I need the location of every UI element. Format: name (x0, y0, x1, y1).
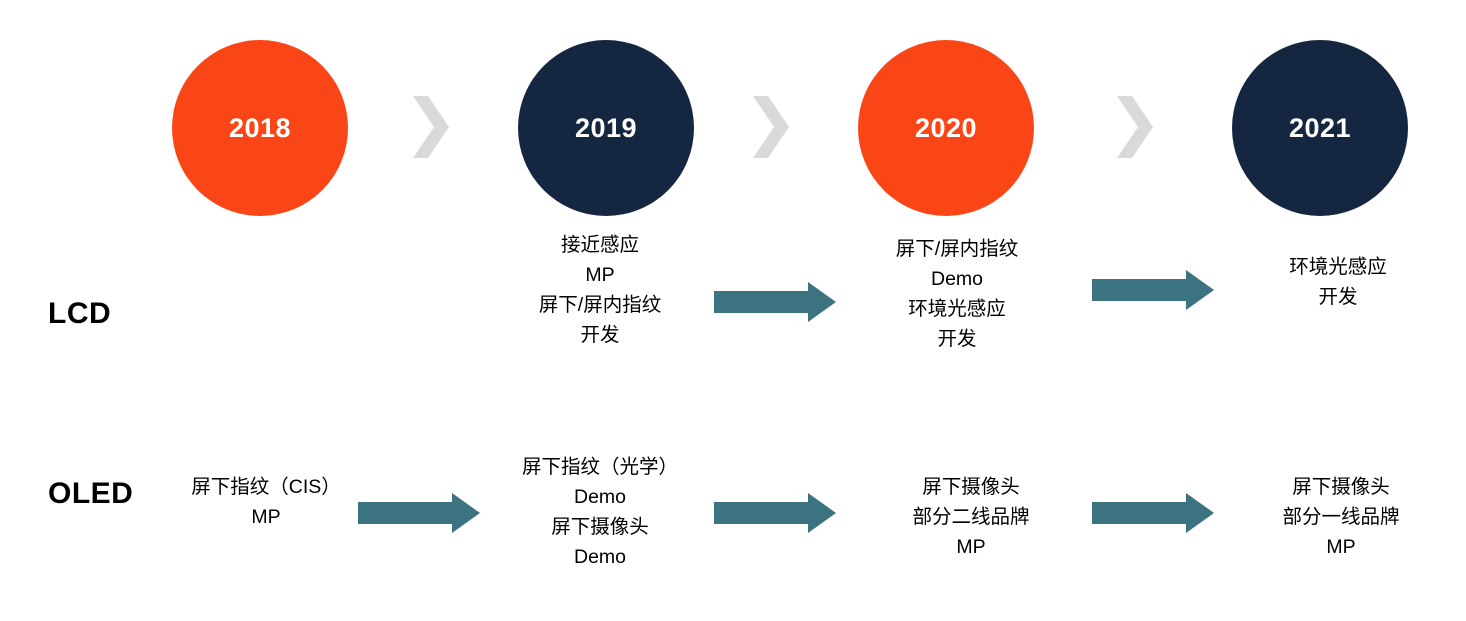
chevron-right-icon (1112, 96, 1158, 158)
cell-line: 屏下摄像头 (922, 476, 1020, 498)
cell-line: MP (1326, 536, 1356, 558)
cell-line: Demo (930, 268, 984, 290)
cell-lcd-2021: 环境光感应 开发 (1232, 252, 1444, 312)
year-circle-2019[interactable]: 2019 (518, 40, 694, 216)
cell-line: 部分一线品牌 (1282, 506, 1400, 528)
cell-oled-2021: 屏下摄像头 部分一线品牌 MP (1230, 472, 1452, 562)
arrow-right-icon (714, 493, 836, 533)
cell-oled-2020: 屏下摄像头 部分二线品牌 MP (860, 472, 1082, 562)
cell-line: MP (585, 264, 615, 286)
cell-line: Demo (573, 546, 627, 568)
cell-line: 环境光感应 (908, 298, 1006, 320)
arrow-right-icon (1092, 270, 1214, 310)
cell-lcd-2019: 接近感应 MP 屏下/屏内指纹 开发 (490, 230, 710, 350)
cell-line: 开发 (1318, 286, 1358, 308)
cell-oled-2019: 屏下指纹（光学） Demo 屏下摄像头 Demo (490, 452, 710, 572)
year-label: 2020 (914, 112, 978, 143)
cell-line: 开发 (937, 328, 977, 350)
chevron-right-icon (748, 96, 794, 158)
year-circle-2020[interactable]: 2020 (858, 40, 1034, 216)
chevron-right-icon (408, 96, 454, 158)
cell-oled-2018: 屏下指纹（CIS） MP (160, 472, 372, 532)
arrow-right-icon (714, 282, 836, 322)
cell-line: 屏下/屏内指纹 (895, 238, 1019, 260)
arrow-right-icon (1092, 493, 1214, 533)
cell-line: 环境光感应 (1289, 256, 1387, 278)
cell-line: 屏下摄像头 (551, 516, 649, 538)
cell-line: 屏下/屏内指纹 (538, 294, 662, 316)
year-label: 2019 (574, 112, 638, 143)
row-label-oled: OLED (48, 477, 134, 510)
cell-lcd-2020: 屏下/屏内指纹 Demo 环境光感应 开发 (845, 234, 1069, 354)
cell-line: 开发 (580, 324, 620, 346)
cell-line: MP (956, 536, 986, 558)
cell-line: 屏下摄像头 (1292, 476, 1390, 498)
row-label-lcd: LCD (48, 297, 112, 330)
cell-line: MP (251, 506, 281, 528)
cell-line: Demo (573, 486, 627, 508)
cell-line: 接近感应 (560, 234, 639, 256)
cell-line: 屏下指纹（CIS） (191, 476, 341, 498)
cell-line: 屏下指纹（光学） (521, 456, 678, 478)
year-label: 2018 (228, 112, 292, 143)
year-circle-2018[interactable]: 2018 (172, 40, 348, 216)
cell-line: 部分二线品牌 (912, 506, 1030, 528)
arrow-right-icon (358, 493, 480, 533)
year-label: 2021 (1288, 112, 1352, 143)
year-circle-2021[interactable]: 2021 (1232, 40, 1408, 216)
